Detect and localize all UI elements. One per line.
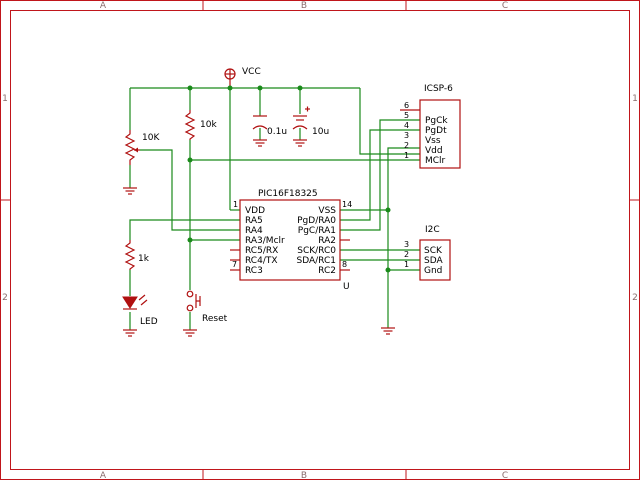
pullup-resistor: 10k xyxy=(184,110,217,140)
i2c-pin-sda: SDA xyxy=(424,256,443,266)
icsp-pin-num-3: 3 xyxy=(404,131,409,140)
frame-row-2-left: 2 xyxy=(2,293,8,303)
mcu-pin-rc0: SCK/RC0 xyxy=(297,246,336,256)
mcu-pin-ra5: RA5 xyxy=(245,216,263,226)
mcu-pin-ra0: PgD/RA0 xyxy=(297,216,336,226)
icsp-pin-vss: Vss xyxy=(425,136,441,146)
mcu-pin-vss: VSS xyxy=(318,206,336,216)
vcc-label: VCC xyxy=(242,67,261,77)
pullup-value: 10k xyxy=(200,120,217,130)
mcu-pin-num-rc2: 8 xyxy=(342,260,347,269)
mcu-pin-num-rc4: 7 xyxy=(232,260,237,269)
capacitor-10u: 10u xyxy=(292,106,329,137)
frame-col-c-top: C xyxy=(502,1,508,11)
icsp-pin-vdd: Vdd xyxy=(425,146,443,156)
icsp-pin-num-4: 4 xyxy=(404,121,409,130)
icsp-pin-mclr: MClr xyxy=(425,156,446,166)
mcu-pin-ra2: RA2 xyxy=(318,236,336,246)
mcu-pin-num-vdd: 1 xyxy=(233,200,238,209)
led-resistor: 1k xyxy=(124,240,150,270)
icsp-pin-num-5: 5 xyxy=(404,111,409,120)
frame-col-a-bottom: A xyxy=(100,471,107,480)
icsp-pin-num-6: 6 xyxy=(404,101,409,110)
mcu-chip: PIC16F18325 U VDD RA5 RA4 RA3/Mclr RC5/R… xyxy=(230,189,352,292)
mcu-ref: U xyxy=(343,282,350,292)
led: LED xyxy=(122,294,158,327)
reset-button-symbol: Reset xyxy=(186,290,228,324)
junctions xyxy=(187,85,391,273)
frame-row-2-right: 2 xyxy=(632,293,638,303)
frame-row-1-left: 1 xyxy=(2,94,8,104)
icsp-title: ICSP-6 xyxy=(424,84,453,94)
led-resistor-value: 1k xyxy=(138,254,150,264)
mcu-pin-vdd: VDD xyxy=(245,206,265,216)
vcc-symbol: VCC xyxy=(224,67,261,88)
mcu-pin-rc5: RC5/RX xyxy=(245,246,278,256)
reset-label: Reset xyxy=(202,314,228,324)
icsp-pin-pgdt: PgDt xyxy=(425,126,447,136)
frame-col-b-top: B xyxy=(301,1,307,11)
i2c-pin-gnd: Gnd xyxy=(424,266,442,276)
potentiometer: 10K xyxy=(124,130,160,165)
mcu-pin-rc1: SDA/RC1 xyxy=(297,256,337,266)
mcu-pin-ra3: RA3/Mclr xyxy=(245,236,285,246)
led-label: LED xyxy=(140,317,158,327)
mcu-name: PIC16F18325 xyxy=(258,189,318,199)
frame-col-b-bottom: B xyxy=(301,471,307,480)
mcu-pin-ra1: PgC/RA1 xyxy=(298,226,336,236)
pot-ground xyxy=(123,187,137,195)
mcu-pin-ra4: RA4 xyxy=(245,226,263,236)
cap1-value: 0.1u xyxy=(267,127,287,137)
frame-col-c-bottom: C xyxy=(502,471,508,480)
icsp-pin-pgck: PgCk xyxy=(425,116,448,126)
reset-ground xyxy=(183,329,197,337)
i2c-pin-sck: SCK xyxy=(424,246,443,256)
cap2-ground xyxy=(293,139,307,147)
mcu-pin-rc3: RC3 xyxy=(245,266,263,276)
pot-value: 10K xyxy=(142,133,160,143)
cap2-value: 10u xyxy=(312,127,329,137)
i2c-pin-num-2: 2 xyxy=(404,250,409,259)
wires xyxy=(129,87,420,330)
vss-ground xyxy=(381,327,395,335)
i2c-pin-num-1: 1 xyxy=(404,260,409,269)
i2c-pin-num-3: 3 xyxy=(404,240,409,249)
mcu-pin-num-vss: 14 xyxy=(342,200,352,209)
led-ground xyxy=(123,329,137,337)
icsp-pin-num-1: 1 xyxy=(404,151,409,160)
mcu-pin-rc2: RC2 xyxy=(318,266,336,276)
i2c-connector: I2C 3 SCK 2 SDA 1 Gnd xyxy=(404,225,451,281)
cap1-ground xyxy=(253,139,267,147)
icsp-pin-num-2: 2 xyxy=(404,141,409,150)
frame-row-1-right: 1 xyxy=(632,94,638,104)
capacitor-0u1: 0.1u xyxy=(252,115,287,137)
mcu-pin-rc4: RC4/TX xyxy=(245,256,278,266)
icsp-connector: ICSP-6 6 5 PgCk 4 PgDt 3 Vss 2 Vdd 1 MCl… xyxy=(400,84,461,169)
i2c-title: I2C xyxy=(425,225,440,235)
frame-col-a-top: A xyxy=(100,1,107,11)
